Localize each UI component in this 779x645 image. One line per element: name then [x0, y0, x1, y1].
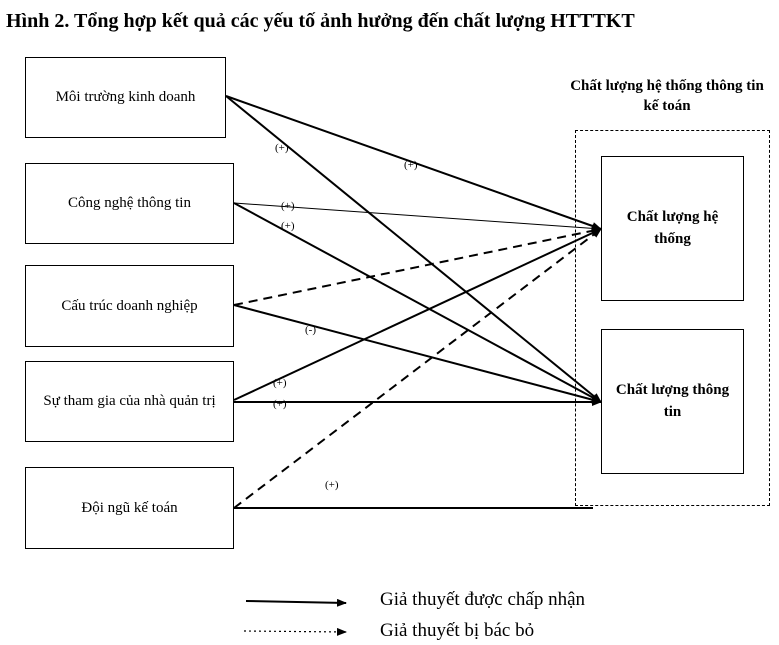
factor-label: Cấu trúc doanh nghiệp	[61, 297, 198, 314]
arrow-structure-to-information	[233, 304, 602, 404]
factor-box-information-technology: Công nghệ thông tin	[25, 163, 234, 244]
outcome-label: Chất lượng thông tin	[615, 381, 730, 420]
outcome-label: Chất lượng hệ thống	[626, 208, 719, 247]
arrow-env-to-system	[225, 95, 602, 230]
sign-management-system: (+)	[273, 377, 287, 389]
outcome-box-information-quality: Chất lượng thông tin	[601, 329, 744, 474]
factor-box-accounting-staff: Đội ngũ kế toán	[25, 467, 234, 549]
factor-label: Công nghệ thông tin	[68, 195, 191, 211]
factor-label: Đội ngũ kế toán	[81, 499, 178, 516]
legend-rejected-label: Giả thuyết bị bác bỏ	[380, 620, 535, 641]
arrow-structure-to-system-rejected	[233, 226, 602, 306]
factor-box-organizational-structure: Cấu trúc doanh nghiệp	[25, 265, 234, 347]
arrow-env-to-information	[225, 95, 602, 403]
arrow-it-to-information	[233, 202, 602, 403]
sign-env-system: (+)	[404, 159, 418, 171]
sign-env-information: (+)	[275, 142, 289, 154]
factor-box-management-participation: Sự tham gia của nhà quản trị	[25, 361, 234, 442]
figure-title: Hình 2. Tổng hợp kết quả các yếu tố ảnh …	[6, 10, 635, 32]
legend-dotted-arrow	[243, 627, 347, 636]
arrow-staff-to-system-rejected	[233, 228, 602, 509]
legend-accepted-label: Giả thuyết được chấp nhận	[380, 589, 586, 610]
legend-solid-arrow	[245, 598, 347, 607]
factor-label: Sự tham gia của nhà quản trị	[43, 393, 216, 409]
sign-management-information: (+)	[273, 398, 287, 410]
sign-staff: (+)	[325, 479, 339, 491]
outcome-group-title: Chất lượng hệ thống thông tin kế toán	[570, 78, 764, 115]
factor-box-business-environment: Môi trường kinh doanh	[25, 57, 226, 138]
outcome-box-system-quality: Chất lượng hệ thống	[601, 156, 744, 301]
sign-it-system: (+)	[281, 200, 295, 212]
sign-it-information: (+)	[281, 220, 295, 232]
outcome-group-frame	[575, 130, 770, 506]
factor-label: Môi trường kinh doanh	[55, 89, 196, 105]
sign-structure-information: (-)	[305, 324, 316, 336]
arrow-management-to-system	[233, 228, 602, 401]
arrow-it-to-system	[233, 202, 602, 233]
